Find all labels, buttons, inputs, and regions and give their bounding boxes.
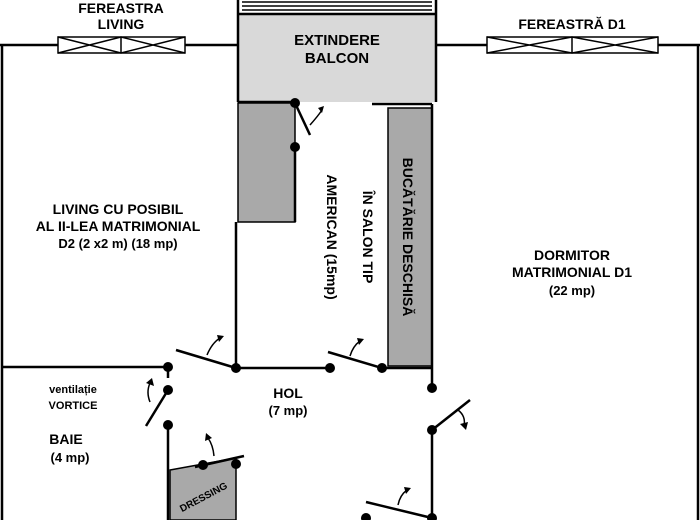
bathroom-label-1: BAIE <box>49 431 82 447</box>
hall-label-2: (7 mp) <box>269 403 308 418</box>
bedroom-label-3: (22 mp) <box>549 283 595 298</box>
balcony-label-2: BALCON <box>305 50 369 67</box>
door-dressing <box>194 433 245 470</box>
balcony-area <box>238 14 436 102</box>
balcony-window <box>242 1 432 11</box>
living-label-3: D2 (2 x2 m) (18 mp) <box>58 236 177 251</box>
window-living <box>57 36 186 54</box>
bedroom-label-2: MATRIMONIAL D1 <box>512 264 632 280</box>
ventilation-label-2: VORTICE <box>49 400 98 412</box>
door-living <box>175 335 241 373</box>
window-d1 <box>486 36 659 54</box>
door-salon <box>325 338 387 373</box>
window-living-label-2: LIVING <box>98 16 145 32</box>
door-entrance <box>361 487 437 520</box>
salon-label-2: AMERICAN (15mp) <box>324 174 340 299</box>
kitchen-counter <box>387 107 433 367</box>
door-bathroom <box>144 362 173 430</box>
window-living-label-1: FEREASTRA <box>78 0 164 16</box>
salon-label-1: ÎN SALON TIP <box>360 190 377 284</box>
balcony-door <box>290 98 324 152</box>
bathroom-label-2: (4 mp) <box>51 450 90 465</box>
window-d1-label: FEREASTRĂ D1 <box>518 16 626 32</box>
ventilation-label-1: ventilație <box>49 384 97 396</box>
grey-block-salon <box>237 102 296 223</box>
living-label-2: AL II-LEA MATRIMONIAL <box>36 218 201 234</box>
kitchen-label: BUCĂTĂRIE DESCHISĂ <box>400 158 416 317</box>
balcony-label-1: EXTINDERE <box>294 32 380 49</box>
door-bedroom <box>427 383 471 435</box>
bedroom-label-1: DORMITOR <box>534 247 610 263</box>
living-label-1: LIVING CU POSIBIL <box>53 201 184 217</box>
hall-label-1: HOL <box>273 385 303 401</box>
